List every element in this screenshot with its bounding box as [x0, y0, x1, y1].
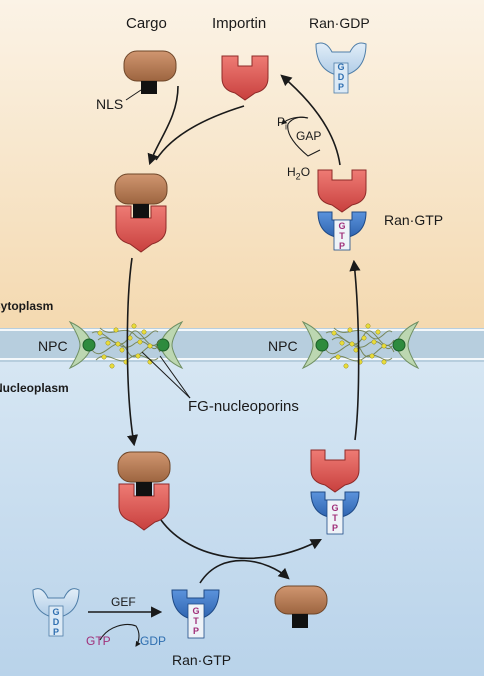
- cargo-importin-complex-cyto: [114, 173, 168, 253]
- cytoplasm-region: [0, 0, 484, 328]
- label-ran-gtp-bottom: Ran·GTP: [172, 652, 232, 668]
- ran-gdp-top: [315, 42, 367, 94]
- label-gap: GAP: [296, 129, 322, 143]
- ran-gdp-bottom: [32, 588, 80, 637]
- arrow-h2o-in: [287, 116, 321, 157]
- arrow-complex-formation: [147, 85, 179, 166]
- fg-pointer-line-1: [141, 351, 191, 399]
- cargo-free-top: [123, 50, 177, 101]
- label-npc-left: NPC: [38, 338, 68, 354]
- label-gef: GEF: [111, 595, 136, 609]
- label-gtp-bottom: GTP: [86, 634, 111, 648]
- importin-ran-gtp-complex-nuc: [310, 449, 360, 535]
- importin-ran-gtp-complex-cyto: [317, 169, 367, 251]
- arrow-pi-out: [281, 116, 309, 125]
- label-cytoplasm: Cytoplasm: [0, 299, 54, 313]
- arrow-gtp-hydrolysis: [280, 74, 341, 166]
- cargo-released: [274, 585, 328, 628]
- label-h2o: H2O: [287, 165, 311, 182]
- label-npc-right: NPC: [268, 338, 298, 354]
- fg-beads-right: [331, 323, 387, 369]
- label-pi: Pi: [277, 115, 288, 132]
- arrow-export-through-npc: [349, 259, 361, 441]
- arrow-importin-join: [155, 105, 245, 161]
- label-ran-gtp-right: Ran·GTP: [384, 212, 444, 228]
- arrow-ran-gtp-binding: [160, 519, 322, 559]
- npc-left: [68, 320, 184, 370]
- label-cargo: Cargo: [126, 15, 167, 32]
- label-importin: Importin: [212, 15, 267, 32]
- label-gdp-bottom: GDP: [140, 634, 167, 648]
- npc-right: [301, 320, 420, 370]
- label-nls: NLS: [96, 96, 124, 112]
- arrow-import-through-npc: [126, 257, 139, 447]
- fg-pointer-line-2: [159, 355, 191, 399]
- label-nucleoplasm: Nucleoplasm: [0, 381, 69, 395]
- arrow-gtp-gdp-swap: [99, 623, 141, 647]
- label-fg-nucleoporins: FG-nucleoporins: [188, 398, 299, 415]
- arrow-cargo-release: [199, 559, 290, 584]
- label-ran-gdp-top: Ran·GDP: [309, 15, 370, 31]
- importin-free-top: [221, 55, 269, 101]
- cargo-importin-complex-nuc: [117, 451, 171, 531]
- ran-gtp-bottom: [171, 589, 220, 639]
- nucleoplasm-region: [0, 362, 484, 676]
